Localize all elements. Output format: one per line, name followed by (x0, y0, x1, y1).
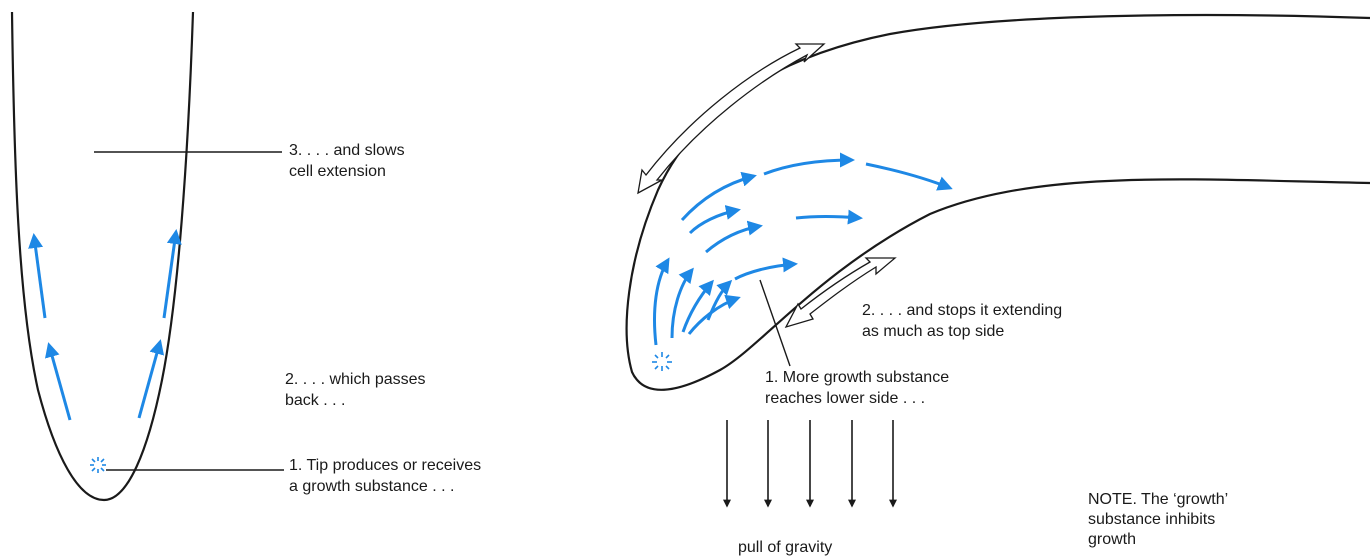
gravity-arrows (727, 420, 893, 506)
label-pull-of-gravity: pull of gravity (738, 537, 832, 558)
vertical-root-outline (12, 12, 193, 500)
label-tip-produces: 1. Tip produces or receives a growth sub… (289, 455, 481, 497)
leader-line-lower-side (760, 280, 790, 366)
note-text: NOTE. The ‘growth’ substance inhibits gr… (1088, 490, 1228, 550)
tip-sparkle-icon (90, 457, 106, 473)
extension-arrow-top-icon (638, 44, 824, 193)
substance-arrow (690, 210, 738, 233)
substance-arrow (866, 164, 950, 188)
substance-arrow (672, 270, 692, 338)
horizontal-root (627, 15, 1370, 506)
substance-arrow (735, 264, 795, 279)
substance-arrow (706, 226, 760, 252)
substance-arrow (34, 236, 45, 318)
substance-arrow (796, 217, 860, 219)
label-stops-extending: 2. . . . and stops it extending as much … (862, 300, 1062, 342)
substance-arrows-left (34, 232, 176, 420)
substance-arrow (655, 260, 669, 345)
substance-arrow (49, 345, 70, 420)
tip-sparkle-icon (652, 352, 672, 371)
label-slows-extension: 3. . . . and slows cell extension (289, 140, 405, 182)
label-passes-back: 2. . . . which passes back . . . (285, 369, 426, 411)
substance-arrow (708, 282, 730, 320)
substance-arrow (682, 176, 754, 220)
label-more-substance: 1. More growth substance reaches lower s… (765, 367, 949, 409)
vertical-root (12, 12, 284, 500)
substance-arrow (764, 160, 852, 174)
